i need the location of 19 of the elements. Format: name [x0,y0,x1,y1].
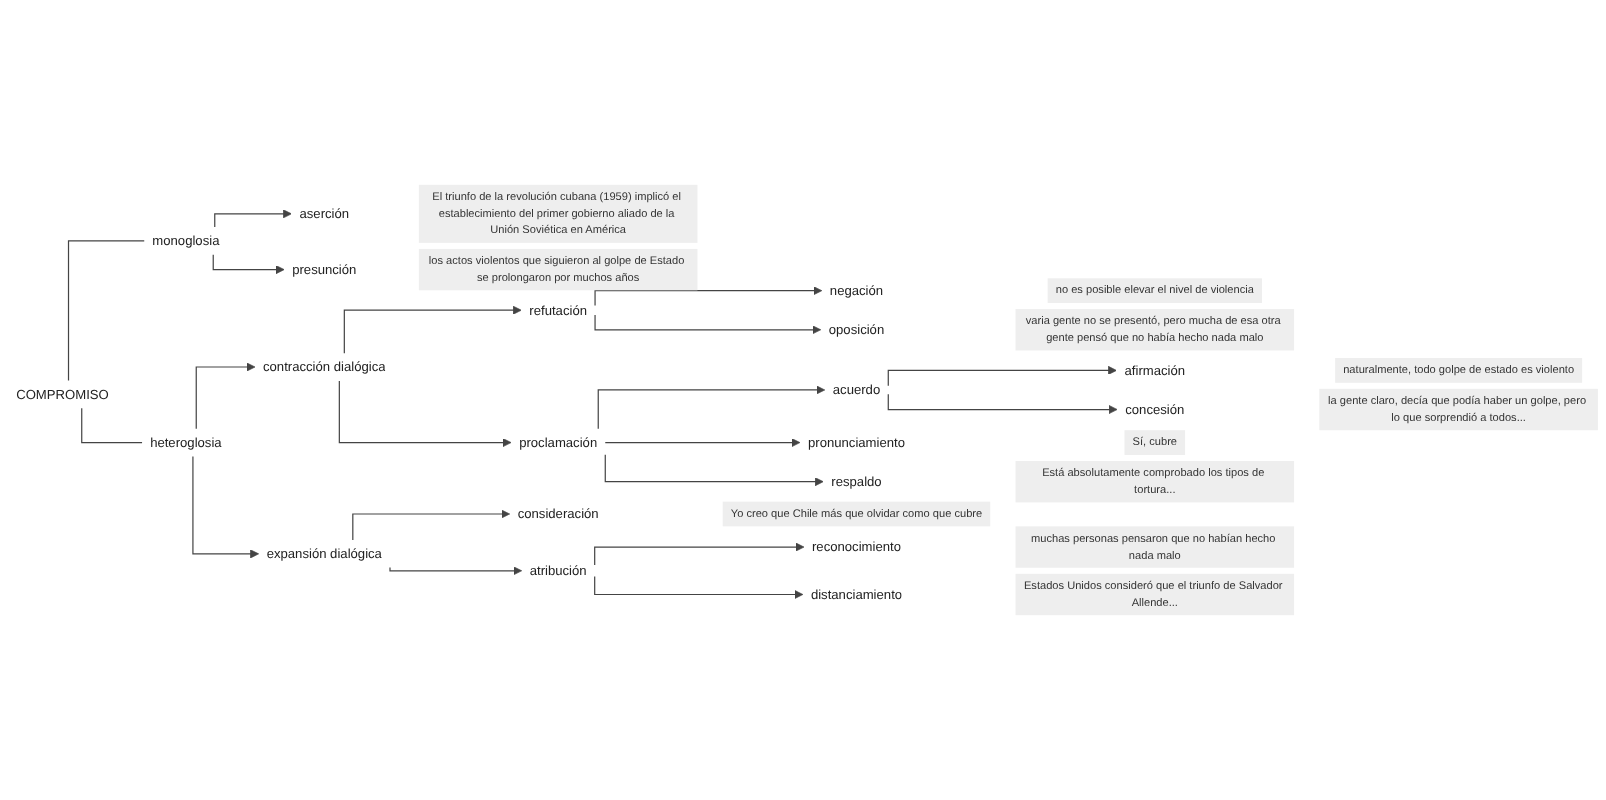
arrow [594,542,805,566]
arrow [212,254,285,275]
arrow [214,209,292,228]
arrow [594,314,822,335]
arrow [604,454,824,487]
connector [67,240,145,382]
arrow [604,438,801,448]
arrow [597,385,826,430]
arrow [195,362,256,430]
arrow [352,509,510,541]
arrow [389,566,523,576]
arrow [594,575,804,599]
connector [81,407,143,444]
arrow [594,286,823,307]
arrow [338,380,512,448]
arrow [887,393,1118,414]
arrow [887,365,1117,387]
arrow [343,305,522,354]
arrow [192,455,259,559]
